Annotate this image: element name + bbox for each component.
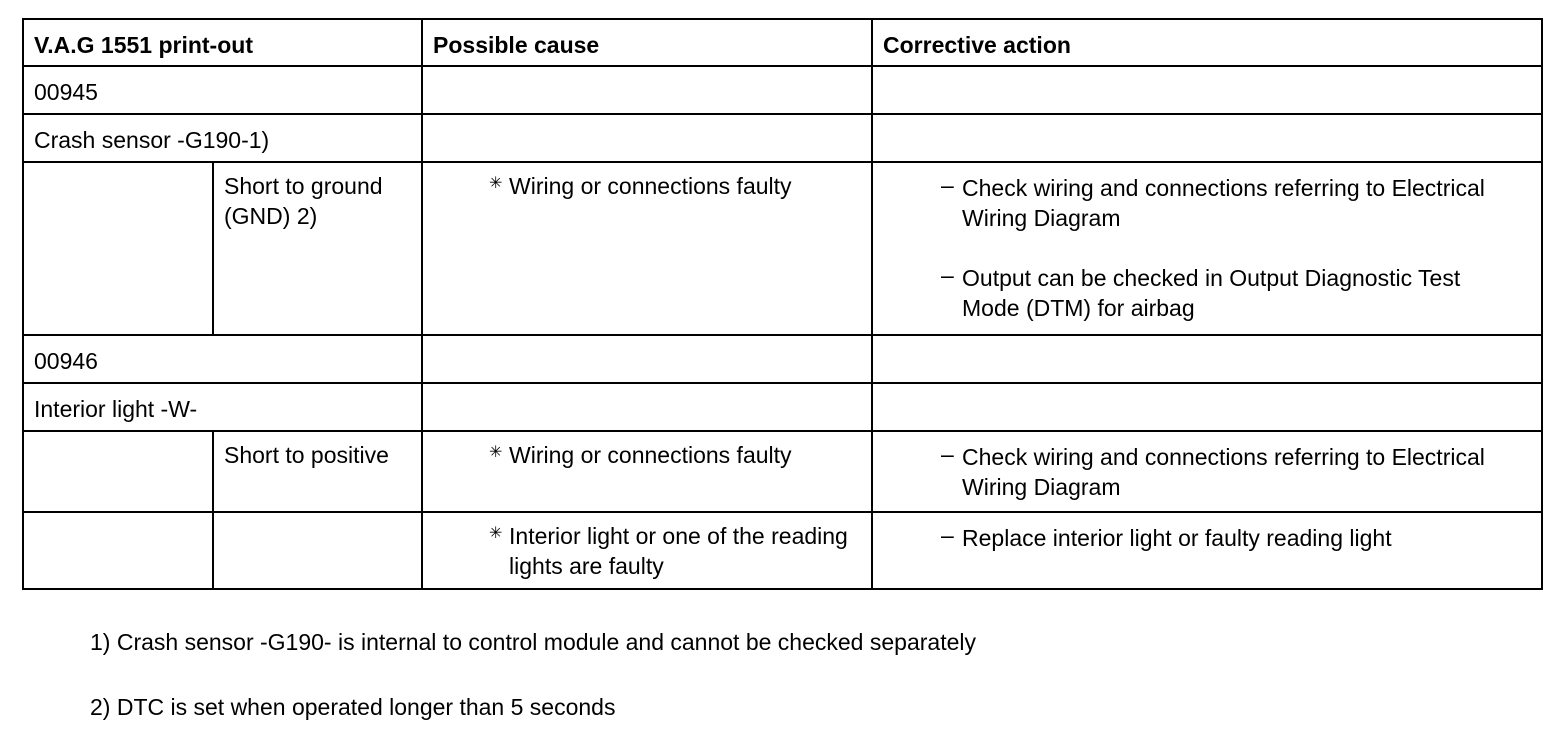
- possible-cause-cell: ✳ Interior light or one of the reading l…: [421, 511, 874, 590]
- asterisk-bullet-icon: ✳: [489, 525, 503, 542]
- table-row: 00946: [21, 334, 1544, 384]
- cause-item: ✳ Wiring or connections faulty: [489, 440, 871, 470]
- fault-condition: Short to positive: [211, 430, 424, 513]
- empty-cell: [871, 65, 1544, 115]
- action-text: Check wiring and connections referring t…: [962, 444, 1485, 500]
- empty-cell: [22, 430, 214, 513]
- table-row: Short to ground (GND) 2) ✳ Wiring or con…: [22, 161, 1544, 336]
- cause-item: ✳ Wiring or connections faulty: [489, 171, 871, 201]
- empty-cell: [421, 113, 874, 163]
- dash-bullet-icon: –: [941, 441, 954, 467]
- header-printout: V.A.G 1551 print-out: [21, 18, 424, 67]
- dtc-code: 00945: [21, 65, 424, 115]
- cause-item: ✳ Interior light or one of the reading l…: [489, 521, 871, 581]
- asterisk-bullet-icon: ✳: [489, 444, 503, 461]
- empty-cell: [22, 511, 214, 590]
- table-row: Crash sensor -G190-1): [21, 113, 1544, 163]
- dtc-code: 00946: [21, 334, 424, 384]
- possible-cause-cell: ✳ Wiring or connections faulty: [421, 430, 874, 513]
- header-action: Corrective action: [871, 18, 1544, 67]
- table-row: 00945: [21, 65, 1544, 115]
- action-item: – Check wiring and connections referring…: [941, 173, 1501, 233]
- dtc-table: V.A.G 1551 print-out Possible cause Corr…: [21, 18, 1544, 590]
- empty-cell: [22, 161, 214, 336]
- asterisk-bullet-icon: ✳: [489, 175, 503, 192]
- table-row: Short to positive ✳ Wiring or connection…: [22, 430, 1544, 513]
- empty-cell: [421, 334, 874, 384]
- possible-cause-cell: ✳ Wiring or connections faulty: [421, 161, 874, 336]
- action-item: – Output can be checked in Output Diagno…: [941, 263, 1501, 323]
- cause-text: Wiring or connections faulty: [509, 173, 792, 199]
- action-text: Output can be checked in Output Diagnost…: [962, 265, 1461, 321]
- cause-text: Wiring or connections faulty: [509, 442, 792, 468]
- empty-cell: [871, 113, 1544, 163]
- cause-text: Interior light or one of the reading lig…: [509, 523, 848, 579]
- dash-bullet-icon: –: [941, 522, 954, 548]
- dtc-table-frame: V.A.G 1551 print-out Possible cause Corr…: [21, 18, 1544, 590]
- footnote-1: 1) Crash sensor -G190- is internal to co…: [90, 629, 976, 655]
- fault-condition: [211, 511, 424, 590]
- footnotes: 1) Crash sensor -G190- is internal to co…: [90, 626, 976, 723]
- action-item: – Check wiring and connections referring…: [941, 442, 1501, 502]
- dtc-component-name: Crash sensor -G190-1): [21, 113, 424, 163]
- fault-condition: Short to ground (GND) 2): [211, 161, 424, 336]
- corrective-action-cell: – Replace interior light or faulty readi…: [871, 511, 1544, 590]
- empty-cell: [421, 382, 874, 432]
- empty-cell: [421, 65, 874, 115]
- footnote-2: 2) DTC is set when operated longer than …: [90, 694, 616, 720]
- action-text: Replace interior light or faulty reading…: [962, 525, 1392, 551]
- dash-bullet-icon: –: [941, 172, 954, 198]
- dtc-component-name: Interior light -W-: [21, 382, 424, 432]
- header-cause: Possible cause: [421, 18, 874, 67]
- empty-cell: [871, 382, 1544, 432]
- corrective-action-cell: – Check wiring and connections referring…: [871, 430, 1544, 513]
- action-text: Check wiring and connections referring t…: [962, 175, 1485, 231]
- corrective-action-cell: – Check wiring and connections referring…: [871, 161, 1544, 336]
- dash-bullet-icon: –: [941, 262, 954, 288]
- table-row: Interior light -W-: [21, 382, 1544, 432]
- action-item: – Replace interior light or faulty readi…: [941, 523, 1501, 553]
- empty-cell: [871, 334, 1544, 384]
- table-row: ✳ Interior light or one of the reading l…: [22, 511, 1544, 590]
- table-header-row: V.A.G 1551 print-out Possible cause Corr…: [21, 18, 1544, 67]
